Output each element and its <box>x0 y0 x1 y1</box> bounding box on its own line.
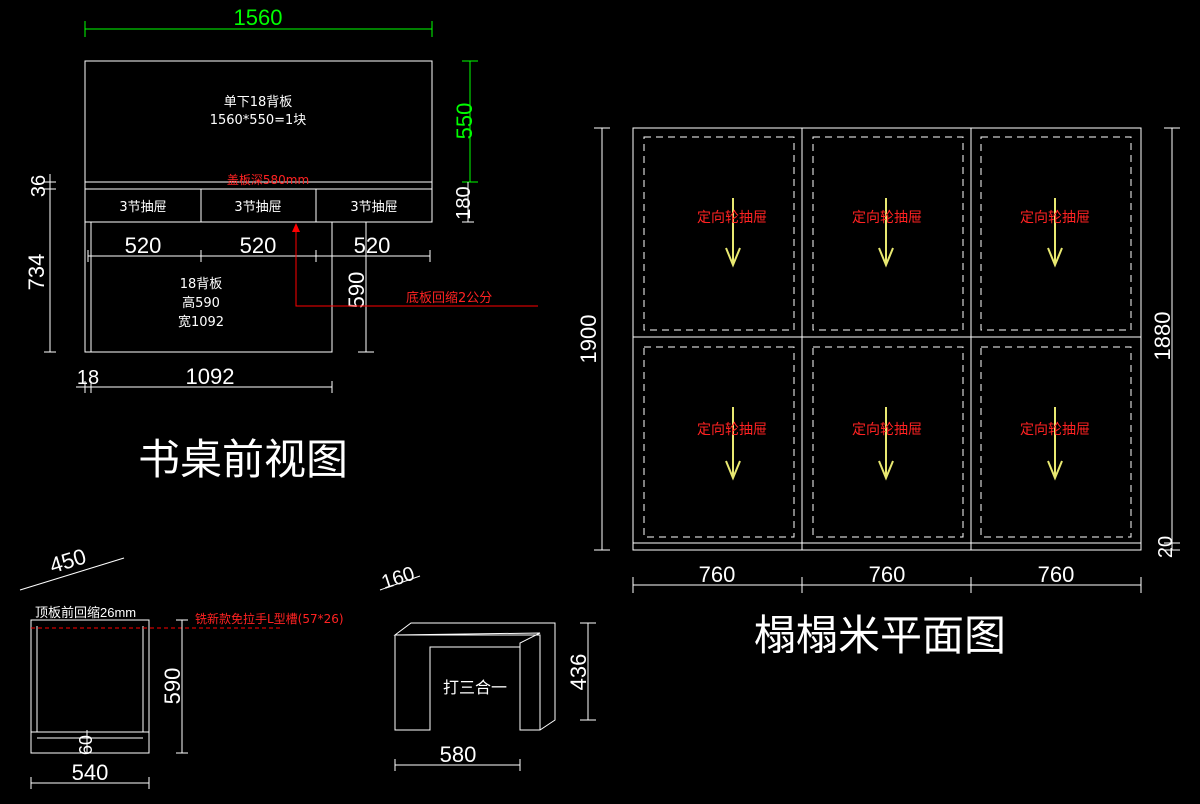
caster-arrow-4 <box>725 407 741 481</box>
caster-arrow-6 <box>1047 407 1063 481</box>
base-note-arrowhead <box>292 223 300 232</box>
lower-panel-width: 宽1092 <box>178 314 224 330</box>
caster-arrow-3 <box>1047 198 1063 268</box>
drawer-label-2: 3节抽屉 <box>234 200 281 215</box>
side-view: 450 顶板前回缩26mm 铣新款免拉手L型槽(57*26) 590 60 54… <box>19 544 344 789</box>
front-view: 1560 单下18背板 1560*550=1块 550 盖板深580mm 3节抽… <box>24 5 538 484</box>
base-note-leader <box>295 224 538 307</box>
tatami-width-label-3: 760 <box>1038 562 1075 587</box>
side-cabinet <box>30 619 150 754</box>
base-note: 底板回缩2公分 <box>406 290 492 306</box>
tatami-drawer-outline-3 <box>980 136 1132 331</box>
lower-panel-label: 18背板 <box>180 277 223 292</box>
side-height-label: 590 <box>160 668 185 705</box>
side-groove-note: 铣新款免拉手L型槽(57*26) <box>195 611 344 626</box>
leg-top-dim-line <box>379 575 421 591</box>
side-top-note: 顶板前回缩26mm <box>35 605 136 620</box>
bottom-dim-18-label: 18 <box>77 367 99 389</box>
caster-arrow-1 <box>725 198 741 268</box>
top-height-label: 550 <box>452 103 477 140</box>
tatami-drawer-outline-1 <box>643 136 795 331</box>
leg-label: 打三合一 <box>443 678 507 697</box>
side-inner-dim-label: 60 <box>76 735 96 755</box>
front-view-title: 书桌前视图 <box>138 435 348 484</box>
lower-height-label: 590 <box>344 272 369 309</box>
leg-shell-front <box>395 634 541 730</box>
leg-left-panel <box>394 635 520 731</box>
side-depth-dim-line <box>19 557 125 591</box>
cell-label-1: 定向轮抽屉 <box>697 210 767 226</box>
caster-arrow-2 <box>878 198 894 268</box>
tatami-plan-title: 榻榻米平面图 <box>754 611 1006 660</box>
leg-top-dim-label: 160 <box>379 563 418 594</box>
side-depth-label: 450 <box>47 544 89 579</box>
leg-width-label: 580 <box>440 742 477 767</box>
lower-cabinet <box>84 221 333 353</box>
tatami-outer-frame <box>632 127 1142 551</box>
left-height-label: 734 <box>24 254 49 291</box>
caster-arrow-5 <box>878 407 894 481</box>
tatami-width-label-2: 760 <box>869 562 906 587</box>
drawer-width-label-1: 520 <box>125 233 162 258</box>
tatami-width-label-1: 760 <box>699 562 736 587</box>
drawer-height-label: 180 <box>453 186 475 219</box>
drawer-width-label-3: 520 <box>354 233 391 258</box>
cell-label-2: 定向轮抽屉 <box>852 210 922 226</box>
tatami-total-height-label: 1900 <box>576 315 601 364</box>
tatami-drawer-outline-2 <box>812 136 964 331</box>
drawer-width-label-2: 520 <box>240 233 277 258</box>
tatami-drawer-outline-4 <box>643 346 795 538</box>
leg-view: 160 打三合一 436 580 <box>379 563 596 771</box>
cell-label-5: 定向轮抽屉 <box>852 422 922 438</box>
lower-panel-height: 高590 <box>182 295 220 311</box>
back-panel-spec: 1560*550=1块 <box>210 113 307 128</box>
cell-label-3: 定向轮抽屉 <box>1020 210 1090 226</box>
tatami-plan: 定向轮抽屉 定向轮抽屉 定向轮抽屉 定向轮抽屉 定向轮抽屉 定向轮抽屉 1900… <box>576 127 1180 660</box>
tatami-drawer-outline-5 <box>812 346 964 538</box>
leg-shell-back <box>393 622 556 731</box>
left-dim-36-label: 36 <box>28 175 50 197</box>
tatami-drawer-outline-6 <box>980 346 1132 538</box>
back-panel-label: 单下18背板 <box>224 95 293 110</box>
bottom-dim-1092-label: 1092 <box>186 364 235 389</box>
cell-label-6: 定向轮抽屉 <box>1020 422 1090 438</box>
drawer-label-3: 3节抽屉 <box>350 200 397 215</box>
tatami-inner-height-label: 1880 <box>1150 312 1175 361</box>
tatami-bottom-dim-label: 20 <box>1155 536 1177 558</box>
cover-depth-note: 盖板深580mm <box>227 173 309 187</box>
drawer-label-1: 3节抽屉 <box>119 200 166 215</box>
cell-label-4: 定向轮抽屉 <box>697 422 767 438</box>
top-width-label: 1560 <box>234 5 283 30</box>
side-width-label: 540 <box>72 760 109 785</box>
leg-height-label: 436 <box>566 654 591 691</box>
